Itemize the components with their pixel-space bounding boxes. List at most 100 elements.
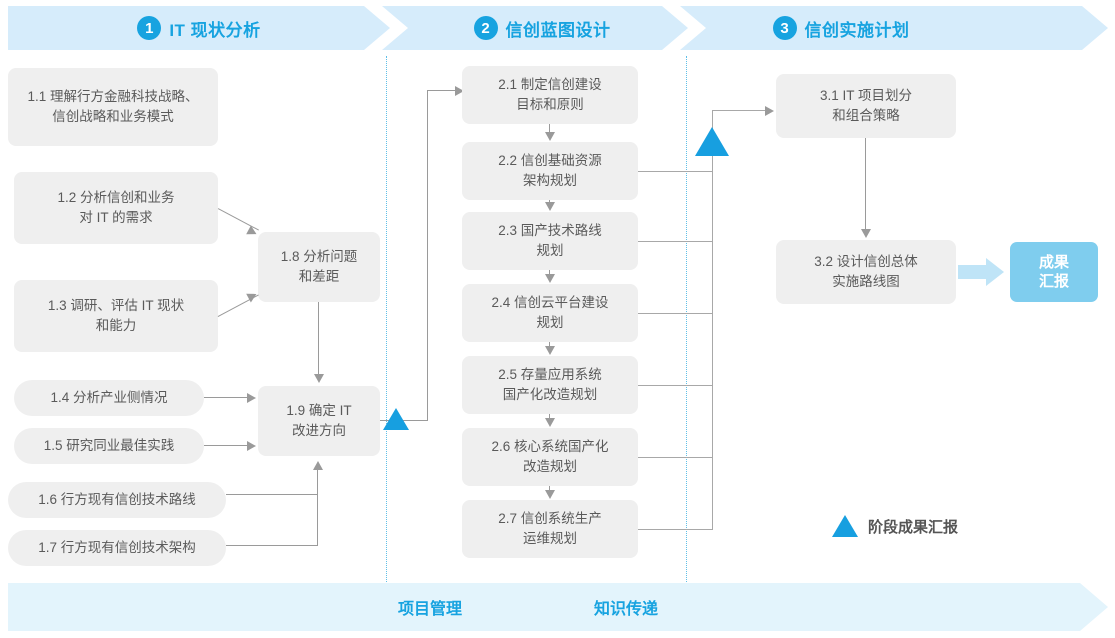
footer-band-shape [8, 583, 1108, 631]
phase-2-title: 信创蓝图设计 [505, 20, 611, 40]
task-label-2-4: 2.4 信创云平台建设 规划 [491, 295, 609, 330]
arrowhead-to-2-1 [455, 85, 464, 96]
phase-band-2[interactable]: 2 信创蓝图设计 [382, 6, 688, 50]
outcome-arrow-head [986, 258, 1004, 286]
task-box-1-8[interactable]: 1.8 分析问题 和差距 [258, 232, 380, 302]
arrowhead-2-2 [544, 132, 555, 141]
connector-2-6-to-bus [638, 457, 713, 459]
arrowhead-1-2-to-1-8 [246, 225, 259, 239]
arrowhead-2-7 [544, 490, 555, 499]
task-box-1-4[interactable]: 1.4 分析产业侧情况 [14, 380, 204, 416]
phase-1-title: IT 现状分析 [169, 20, 261, 40]
task-label-2-3: 2.3 国产技术路线 规划 [498, 223, 602, 258]
footer-band[interactable]: 项目管理 知识传递 [8, 583, 1108, 631]
phase-2-number: 2 [473, 16, 498, 40]
task-label-1-2: 1.2 分析信创和业务 对 IT 的需求 [57, 190, 175, 225]
connector-2-3-to-2-4 [549, 270, 551, 275]
task-label-3-2: 3.2 设计信创总体 实施路线图 [814, 254, 918, 289]
task-box-1-7[interactable]: 1.7 行方现有信创技术架构 [8, 530, 226, 566]
phase-band-1-shape [8, 6, 390, 50]
arrowhead-to-3-1 [765, 105, 774, 116]
task-box-2-1[interactable]: 2.1 制定信创建设 目标和原则 [462, 66, 638, 124]
arrowhead-2-5 [544, 346, 555, 355]
task-box-2-5[interactable]: 2.5 存量应用系统 国产化改造规划 [462, 356, 638, 414]
task-box-3-2[interactable]: 3.2 设计信创总体 实施路线图 [776, 240, 956, 304]
task-box-2-2[interactable]: 2.2 信创基础资源 架构规划 [462, 142, 638, 200]
connector-phase2-entry-riser [427, 90, 429, 421]
outcome-arrow [958, 258, 1008, 286]
milestone-triangle-phase2 [695, 127, 729, 156]
arrowhead-2-3 [544, 202, 555, 211]
phase-divider-2-3 [686, 56, 687, 584]
task-label-1-4: 1.4 分析产业侧情况 [50, 390, 168, 406]
connector-2-4-to-bus [638, 313, 713, 315]
connector-2-7-to-bus [638, 529, 713, 531]
task-label-2-5: 2.5 存量应用系统 国产化改造规划 [498, 367, 602, 402]
legend: 阶段成果汇报 [832, 515, 958, 537]
arrowhead-1-8-to-1-9 [313, 374, 324, 383]
connector-1-6-7-riser [317, 470, 319, 546]
connector-1-6-horizontal [226, 494, 318, 496]
connector-1-8-to-1-9 [318, 302, 320, 374]
phase-band-2-shape [382, 6, 688, 50]
connector-2-5-to-bus [638, 385, 713, 387]
task-box-2-6[interactable]: 2.6 核心系统国产化 改造规划 [462, 428, 638, 486]
task-box-1-1[interactable]: 1.1 理解行方金融科技战略、 信创战略和业务模式 [8, 68, 218, 146]
task-box-2-4[interactable]: 2.4 信创云平台建设 规划 [462, 284, 638, 342]
phase-3-number: 3 [772, 16, 797, 40]
task-label-2-6: 2.6 核心系统国产化 改造规划 [491, 439, 609, 474]
connector-2-1-to-2-2 [549, 124, 551, 133]
connector-1-5-to-1-9 [204, 445, 248, 447]
legend-label: 阶段成果汇报 [868, 518, 959, 536]
task-box-1-9[interactable]: 1.9 确定 IT 改进方向 [258, 386, 380, 456]
connector-2-4-to-2-5 [549, 342, 551, 347]
phase-3-title: 信创实施计划 [804, 20, 910, 40]
connector-2-6-to-2-7 [549, 486, 551, 491]
task-box-1-2[interactable]: 1.2 分析信创和业务 对 IT 的需求 [14, 172, 218, 244]
phase-1-number: 1 [137, 16, 162, 40]
connector-2-5-to-2-6 [549, 414, 551, 419]
task-box-2-3[interactable]: 2.3 国产技术路线 规划 [462, 212, 638, 270]
arrowhead-1-6-7-to-1-9 [313, 461, 323, 470]
phase-divider-1-2 [386, 56, 387, 584]
footer-item-project-management[interactable]: 项目管理 [398, 601, 463, 618]
task-box-1-5[interactable]: 1.5 研究同业最佳实践 [14, 428, 204, 464]
arrowhead-1-5-to-1-9 [247, 440, 256, 451]
arrowhead-2-4 [544, 274, 555, 283]
outcome-arrow-shaft [958, 265, 988, 279]
task-box-3-1[interactable]: 3.1 IT 项目划分 和组合策略 [776, 74, 956, 138]
task-label-2-2: 2.2 信创基础资源 架构规划 [498, 153, 602, 188]
phase-band-3-shape [680, 6, 1108, 50]
phase2-output-bus [712, 145, 714, 530]
arrowhead-2-6 [544, 418, 555, 427]
connector-bus-to-3-1 [712, 110, 768, 112]
task-box-1-3[interactable]: 1.3 调研、评估 IT 现状 和能力 [14, 280, 218, 352]
milestone-triangle-icon [832, 515, 858, 537]
phase-band-3[interactable]: 3 信创实施计划 [680, 6, 1108, 50]
task-label-1-5: 1.5 研究同业最佳实践 [43, 438, 175, 454]
task-box-1-6[interactable]: 1.6 行方现有信创技术路线 [8, 482, 226, 518]
task-label-1-7: 1.7 行方现有信创技术架构 [38, 540, 196, 556]
outcome-report-box[interactable]: 成果 汇报 [1010, 242, 1098, 302]
task-label-1-1: 1.1 理解行方金融科技战略、 信创战略和业务模式 [27, 89, 199, 124]
connector-phase2-entry-to-2-1 [427, 90, 459, 92]
task-box-2-7[interactable]: 2.7 信创系统生产 运维规划 [462, 500, 638, 558]
phase-band-1[interactable]: 1 IT 现状分析 [8, 6, 390, 50]
task-label-3-1: 3.1 IT 项目划分 和组合策略 [819, 88, 913, 123]
connector-2-2-to-2-3 [549, 200, 551, 203]
milestone-triangle-phase1 [383, 408, 409, 430]
arrowhead-3-1-to-3-2 [860, 229, 871, 238]
connector-3-1-to-3-2 [865, 138, 867, 230]
task-label-1-9: 1.9 确定 IT 改进方向 [286, 403, 352, 438]
footer-item-knowledge-transfer[interactable]: 知识传递 [594, 601, 659, 618]
connector-2-2-to-bus [638, 171, 713, 173]
task-label-1-6: 1.6 行方现有信创技术路线 [38, 492, 196, 508]
task-label-2-7: 2.7 信创系统生产 运维规划 [498, 511, 602, 546]
task-label-2-1: 2.1 制定信创建设 目标和原则 [498, 77, 602, 112]
connector-1-7-horizontal [226, 545, 318, 547]
task-label-1-3: 1.3 调研、评估 IT 现状 和能力 [47, 298, 185, 333]
outcome-report-label: 成果 汇报 [1038, 253, 1069, 291]
connector-2-3-to-bus [638, 241, 713, 243]
task-label-1-8: 1.8 分析问题 和差距 [280, 249, 358, 284]
